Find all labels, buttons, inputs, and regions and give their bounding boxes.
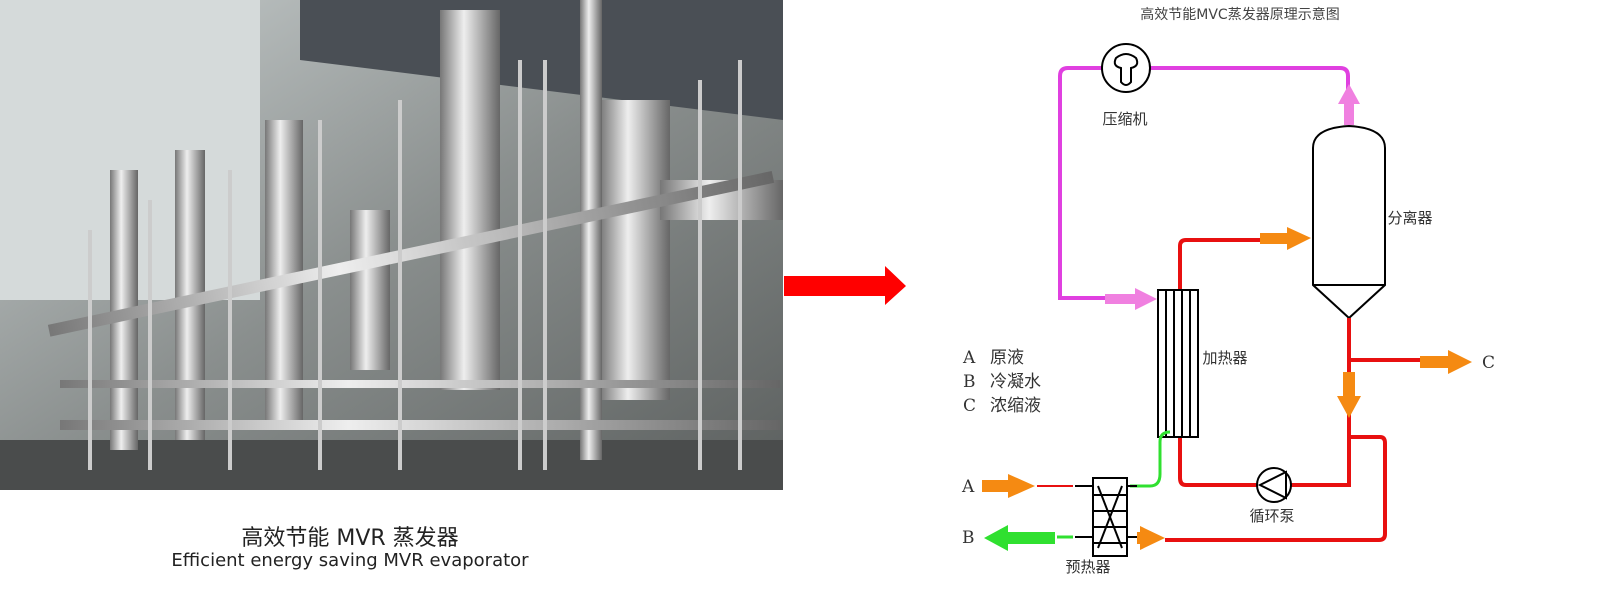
compressor-icon xyxy=(1101,43,1151,93)
circulation-pump-icon xyxy=(1256,467,1292,503)
legend-key-a: A xyxy=(962,348,976,368)
diagram-title: 高效节能MVC蒸发器原理示意图 xyxy=(1140,6,1339,23)
mvr-evaporator-photo xyxy=(0,0,783,490)
pointer-arrow-icon xyxy=(784,266,906,305)
separator-label: 分离器 xyxy=(1387,209,1432,227)
steam-arrow-up-icon xyxy=(1338,84,1360,125)
legend-label-c: 浓缩液 xyxy=(990,396,1041,416)
pump-label: 循环泵 xyxy=(1249,507,1294,525)
flow-arrow-c-icon xyxy=(1420,350,1472,374)
port-a-label: A xyxy=(961,477,975,497)
flow-arrow-return-icon xyxy=(1137,526,1165,550)
flow-arrow-b-icon xyxy=(984,525,1055,551)
legend-label-a: 原液 xyxy=(990,348,1024,368)
port-b-label: B xyxy=(962,528,975,548)
port-c-label: C xyxy=(1482,353,1495,373)
heater-icon xyxy=(1157,289,1199,438)
compressor-label: 压缩机 xyxy=(1102,110,1147,128)
preheater-icon xyxy=(1075,477,1137,557)
flow-arrow-icon xyxy=(1260,227,1311,250)
separator-icon xyxy=(1312,124,1386,320)
legend: A 原液 B 冷凝水 C 浓缩液 xyxy=(962,348,1041,416)
steam-line xyxy=(1058,66,1350,300)
flow-arrow-a-icon xyxy=(982,474,1035,498)
heater-label: 加热器 xyxy=(1202,349,1247,367)
steam-arrow-right-icon xyxy=(1105,288,1157,310)
legend-key-c: C xyxy=(963,396,976,416)
photo-caption-english: Efficient energy saving MVR evaporator xyxy=(171,550,529,571)
photo-caption-chinese: 高效节能 MVR 蒸发器 xyxy=(241,526,459,551)
flow-arrow-down-icon xyxy=(1337,372,1361,418)
legend-key-b: B xyxy=(963,372,976,392)
legend-label-b: 冷凝水 xyxy=(990,372,1041,392)
preheater-label: 预热器 xyxy=(1065,558,1110,576)
